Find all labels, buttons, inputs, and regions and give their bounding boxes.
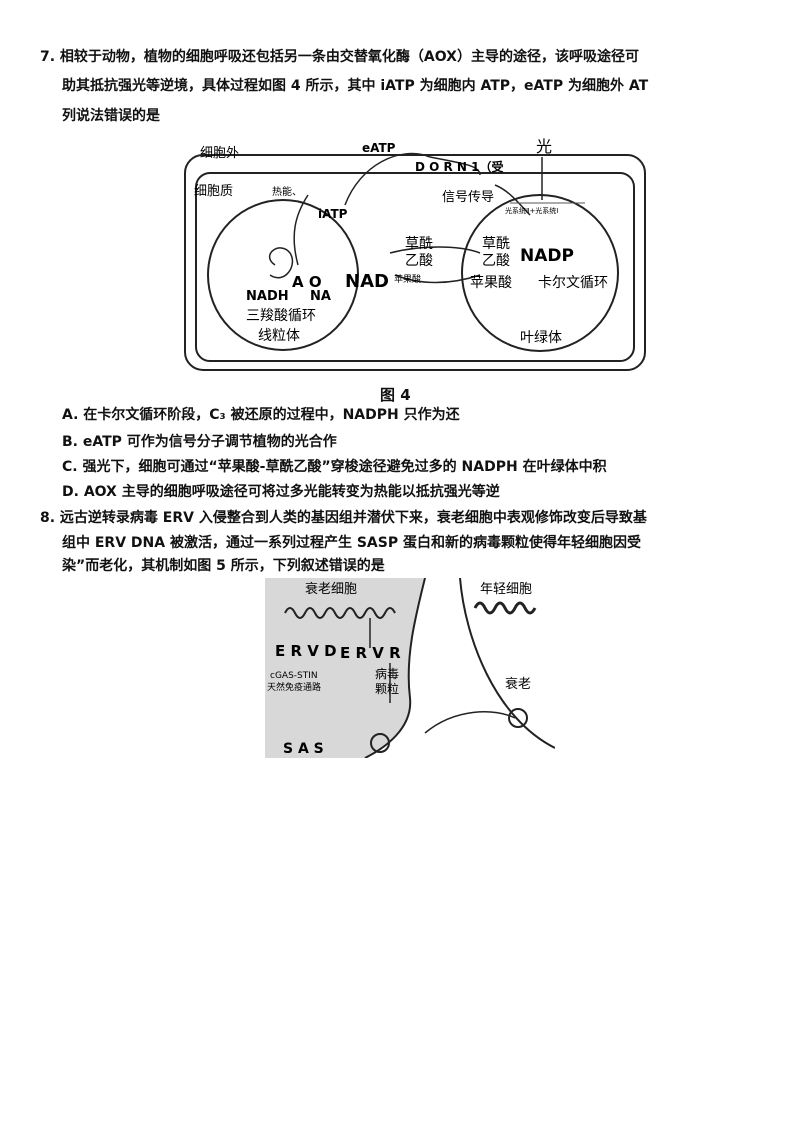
label-iatp: iATP: [318, 207, 348, 221]
label-tca: 三羧酸循环: [246, 308, 316, 324]
label-signal: 信号传导: [442, 190, 494, 205]
mitochondrion-shape: [207, 199, 359, 351]
chloroplast-shape: [461, 194, 619, 352]
virus-particle-icon: [370, 733, 390, 753]
label-oxaloacetate1: 草酰: [405, 236, 433, 252]
dna-helix-young: [473, 601, 537, 615]
label-chloro: 叶绿体: [520, 330, 562, 346]
label-na: NA: [310, 289, 331, 304]
q7-line3: 列说法错误的是: [62, 108, 160, 124]
label-oxaloacetate2: 草酰: [482, 236, 510, 252]
label-virus2: 颗粒: [375, 681, 399, 696]
q7-option-b: B. eATP 可作为信号分子调节植物的光合作: [62, 434, 337, 450]
young-cell-membrane: [459, 577, 556, 749]
label-sas: S A S: [283, 741, 324, 757]
figure-5: 衰老细胞 年轻细胞 E R V D E R V R 病毒 颗粒 cGAS-STI…: [265, 577, 556, 759]
dna-helix-senescent: [284, 607, 396, 619]
label-heat: 热能、: [272, 185, 302, 198]
q7-option-c: C. 强光下，细胞可通过“苹果酸-草酰乙酸”穿梭途径避免过多的 NADPH 在叶…: [62, 459, 607, 475]
shuttle-top: [389, 246, 481, 254]
label-aging: 衰老: [505, 676, 531, 692]
eatp-arrow: [344, 152, 431, 206]
label-nad: NAD: [345, 271, 389, 292]
infection-arrow: [424, 711, 516, 734]
q7-option-a: A. 在卡尔文循环阶段，C₃ 被还原的过程中，NADPH 只作为还: [62, 407, 460, 423]
label-eatp: eATP: [362, 141, 396, 155]
label-malate-small: 苹果酸: [394, 273, 421, 285]
label-acid1: 乙酸: [405, 253, 433, 269]
q8-line2: 组中 ERV DNA 被激活，通过一系列过程产生 SASP 蛋白和新的病毒颗粒使…: [62, 535, 641, 551]
label-cytoplasm: 细胞质: [194, 184, 233, 199]
label-cgas: cGAS-STIN: [270, 671, 318, 681]
label-young: 年轻细胞: [480, 582, 532, 597]
label-malate: 苹果酸: [470, 275, 512, 291]
shuttle-bottom: [394, 274, 481, 284]
label-erv1: E R V D: [275, 642, 337, 660]
q8-line3: 染”而老化，其机制如图 5 所示，下列叙述错误的是: [62, 558, 385, 574]
q7-line1: 7. 相较于动物，植物的细胞呼吸还包括另一条由交替氧化酶（AOX）主导的途径，该…: [40, 49, 639, 65]
cell-wall: [184, 154, 646, 371]
figure-4: 细胞外 细胞质 eATP D O R N 1（受 光 信号传导 热能、 iATP…: [180, 135, 650, 375]
q8-line1: 8. 远古逆转录病毒 ERV 入侵整合到人类的基因组并潜伏下来，衰老细胞中表观修…: [40, 510, 647, 526]
label-erv2: E R V R: [340, 644, 401, 662]
label-mito: 线粒体: [258, 328, 300, 344]
label-aox: A O: [292, 273, 322, 291]
label-virus1: 病毒: [375, 666, 399, 681]
label-nadh: NADH: [246, 289, 289, 304]
label-photosystem: 光系统Ⅱ+光系统Ⅰ: [505, 206, 558, 215]
label-light: 光: [536, 137, 552, 156]
label-innate: 天然免疫通路: [267, 681, 321, 693]
label-calvin: 卡尔文循环: [538, 275, 608, 291]
figure-4-caption: 图 4: [380, 386, 411, 404]
label-nadp: NADP: [520, 246, 574, 266]
label-dorn1: D O R N 1（受: [415, 159, 504, 174]
label-acid2: 乙酸: [482, 253, 510, 269]
cell-membrane: [195, 172, 635, 362]
label-senescent: 衰老细胞: [305, 581, 357, 597]
virus-particle-young-icon: [508, 708, 528, 728]
q7-line2: 助其抵抗强光等逆境，具体过程如图 4 所示，其中 iATP 为细胞内 ATP，e…: [62, 78, 649, 94]
label-outside: 细胞外: [200, 146, 239, 161]
signal-arrow: [494, 184, 531, 216]
q7-option-d: D. AOX 主导的细胞呼吸途径可将过多光能转变为热能以抵抗强光等逆: [62, 484, 500, 500]
senescent-cell-region: [265, 578, 425, 758]
